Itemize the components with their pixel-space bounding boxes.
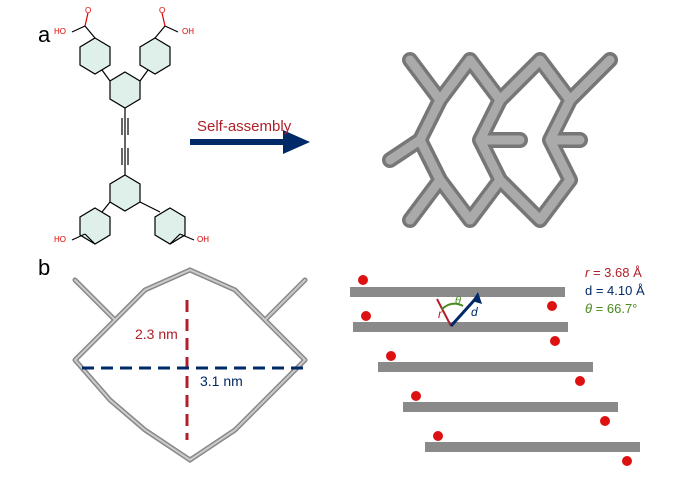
stacked-molecule-1 [350,275,565,311]
panel-label-b: b [38,255,51,280]
theta-arc [441,302,464,310]
self-assembly-arrow [190,130,310,154]
ring-bottom-left [79,207,111,245]
central-ring-top [109,71,141,109]
self-assembly-label: Self-assembly [197,118,292,135]
horizontal-dimension-label: 3.1 nm [200,373,243,389]
theta-parameter: θ = 66.7° [585,301,638,316]
molecular-stack [350,275,640,466]
stacked-molecule-4 [403,391,618,426]
ring-top-right [139,37,171,75]
vertical-dimension-label: 2.3 nm [135,326,178,342]
r-parameter: r = 3.68 Å [585,265,642,280]
carbonyl-label-top-right: O [159,6,166,15]
framework-rendering [382,52,618,228]
stacked-molecule-5 [425,431,640,466]
stacked-molecule-3 [378,351,593,386]
ring-bottom-right [154,207,186,245]
panel-label-a: a [38,22,51,47]
d-vector-arrowhead [472,292,482,304]
cooh-label-top-right: OH [182,27,194,36]
theta-angle-label: θ [455,295,461,307]
cooh-label-bottom-right: OH [197,235,209,244]
ring-top-left [79,37,111,75]
cooh-label-top-left: HO [54,27,66,36]
r-vector [436,298,452,327]
d-vector-label: d [471,305,478,319]
central-ring-bottom [109,174,141,212]
d-parameter: d = 4.10 Å [585,283,645,298]
chemical-structure [71,12,195,245]
carbonyl-label-top-left: O [85,6,92,15]
cooh-label-bottom-left: HO [54,235,66,244]
hexagonal-network [72,267,308,464]
r-vector-label: r [438,307,442,321]
stacked-molecule-2 [353,311,568,346]
